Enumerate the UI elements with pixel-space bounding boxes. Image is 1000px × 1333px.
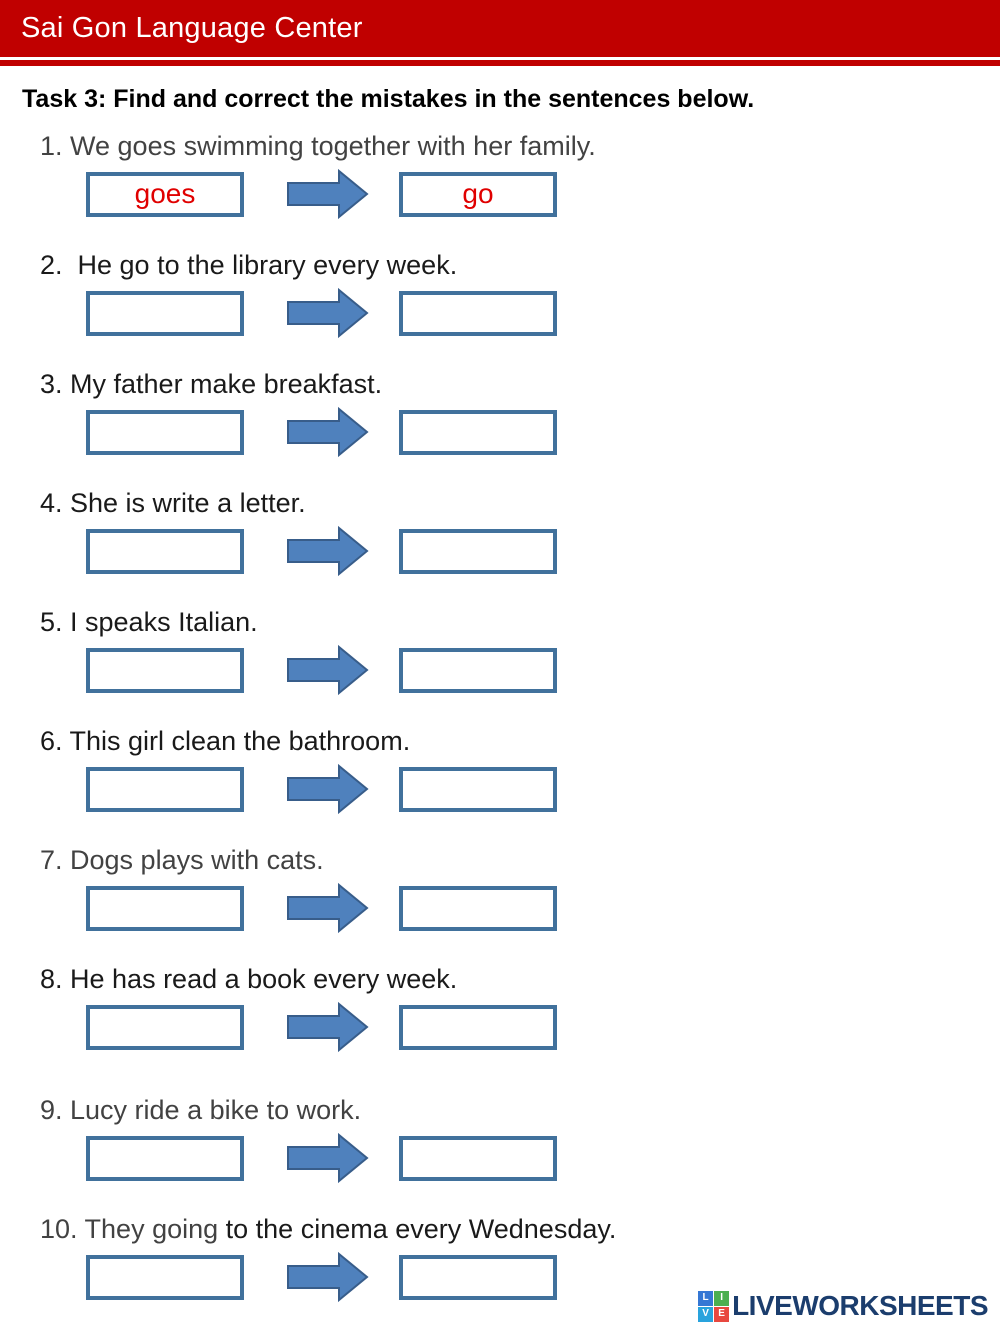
answer-row bbox=[86, 644, 1000, 696]
exercise-list: 1. We goes swimming together with her fa… bbox=[0, 130, 1000, 1303]
right-arrow-icon bbox=[287, 406, 369, 458]
exercise-item-10: 10. They going to the cinema every Wedne… bbox=[40, 1213, 1000, 1303]
header-divider-stripe bbox=[0, 60, 1000, 66]
sentence-segment: 9. Lucy ride a bike to work. bbox=[40, 1095, 362, 1125]
correction-box[interactable] bbox=[399, 647, 557, 693]
right-arrow-icon bbox=[287, 882, 369, 934]
mistake-box[interactable]: goes bbox=[86, 171, 244, 217]
correction-box[interactable] bbox=[399, 409, 557, 455]
correction-box[interactable] bbox=[399, 290, 557, 336]
exercise-item-5: 5. I speaks Italian. bbox=[40, 606, 1000, 696]
exercise-item-8: 8. He has read a book every week. bbox=[40, 963, 1000, 1053]
correction-box[interactable] bbox=[399, 1004, 557, 1050]
mistake-box[interactable] bbox=[86, 290, 244, 336]
sentence-segment: to the cinema every Wednesday. bbox=[225, 1214, 617, 1244]
mistake-box[interactable] bbox=[86, 409, 244, 455]
right-arrow-icon bbox=[287, 168, 369, 220]
brand-title: Sai Gon Language Center bbox=[21, 12, 363, 44]
answer-row bbox=[86, 1001, 1000, 1053]
mistake-value: goes bbox=[134, 178, 196, 209]
answer-row bbox=[86, 882, 1000, 934]
right-arrow-icon bbox=[287, 1001, 369, 1053]
right-arrow-icon bbox=[287, 763, 369, 815]
answer-row bbox=[86, 287, 1000, 339]
mistake-box[interactable] bbox=[86, 885, 244, 931]
sentence-segment: 1. We goes swimming together with her fa… bbox=[40, 131, 596, 161]
logo-square-v: V bbox=[698, 1306, 714, 1322]
sentence-segment: 3. My father make breakfast. bbox=[40, 369, 383, 399]
sentence-text: 7. Dogs plays with cats. bbox=[40, 844, 1000, 877]
correction-box[interactable] bbox=[399, 1135, 557, 1181]
mistake-box[interactable] bbox=[86, 647, 244, 693]
sentence-text: 9. Lucy ride a bike to work. bbox=[40, 1094, 1000, 1127]
liveworksheets-logo: L I V E LIVEWORKSHEETS bbox=[698, 1290, 988, 1322]
exercise-item-3: 3. My father make breakfast. bbox=[40, 368, 1000, 458]
correction-box[interactable] bbox=[399, 766, 557, 812]
sentence-text: 6. This girl clean the bathroom. bbox=[40, 725, 1000, 758]
sentence-segment: 8. He has read a book every week. bbox=[40, 964, 458, 994]
sentence-text: 4. She is write a letter. bbox=[40, 487, 1000, 520]
liveworksheets-wordmark: LIVEWORKSHEETS bbox=[732, 1290, 988, 1321]
task-title: Task 3: Find and correct the mistakes in… bbox=[22, 85, 755, 113]
answer-row bbox=[86, 763, 1000, 815]
mistake-box[interactable] bbox=[86, 528, 244, 574]
sentence-segment: 2. He go to the library every week. bbox=[40, 250, 458, 280]
header-divider-gap bbox=[0, 57, 1000, 60]
sentence-segment: 4. She is write a letter. bbox=[40, 488, 306, 518]
sentence-segment: 6. This girl clean the bathroom. bbox=[40, 726, 411, 756]
exercise-item-2: 2. He go to the library every week. bbox=[40, 249, 1000, 339]
exercise-item-9: 9. Lucy ride a bike to work. bbox=[40, 1094, 1000, 1184]
mistake-box[interactable] bbox=[86, 1004, 244, 1050]
right-arrow-icon bbox=[287, 1132, 369, 1184]
exercise-item-1: 1. We goes swimming together with her fa… bbox=[40, 130, 1000, 220]
correction-box[interactable] bbox=[399, 528, 557, 574]
answer-row bbox=[86, 1132, 1000, 1184]
exercise-item-6: 6. This girl clean the bathroom. bbox=[40, 725, 1000, 815]
right-arrow-icon bbox=[287, 644, 369, 696]
answer-row bbox=[86, 1251, 1000, 1303]
sentence-segment: 7. Dogs plays with cats. bbox=[40, 845, 324, 875]
exercise-item-7: 7. Dogs plays with cats. bbox=[40, 844, 1000, 934]
sentence-text: 5. I speaks Italian. bbox=[40, 606, 1000, 639]
sentence-text: 2. He go to the library every week. bbox=[40, 249, 1000, 282]
answer-row bbox=[86, 406, 1000, 458]
sentence-segment: 5. I speaks Italian. bbox=[40, 607, 258, 637]
exercise-item-4: 4. She is write a letter. bbox=[40, 487, 1000, 577]
header-bar: Sai Gon Language Center bbox=[0, 0, 1000, 57]
logo-square-e: E bbox=[714, 1306, 730, 1322]
sentence-text: 1. We goes swimming together with her fa… bbox=[40, 130, 1000, 163]
mistake-box[interactable] bbox=[86, 766, 244, 812]
right-arrow-icon bbox=[287, 1251, 369, 1303]
right-arrow-icon bbox=[287, 287, 369, 339]
correction-value: go bbox=[462, 178, 494, 209]
sentence-text: 10. They going to the cinema every Wedne… bbox=[40, 1213, 1000, 1246]
liveworksheets-logo-icon: L I V E bbox=[698, 1290, 730, 1322]
correction-box[interactable] bbox=[399, 885, 557, 931]
mistake-box[interactable] bbox=[86, 1254, 244, 1300]
logo-square-l: L bbox=[698, 1290, 714, 1306]
sentence-text: 3. My father make breakfast. bbox=[40, 368, 1000, 401]
logo-square-i: I bbox=[714, 1290, 730, 1306]
correction-box[interactable] bbox=[399, 1254, 557, 1300]
right-arrow-icon bbox=[287, 525, 369, 577]
answer-row bbox=[86, 525, 1000, 577]
correction-box[interactable]: go bbox=[399, 171, 557, 217]
mistake-box[interactable] bbox=[86, 1135, 244, 1181]
sentence-text: 8. He has read a book every week. bbox=[40, 963, 1000, 996]
sentence-segment: 10. They going bbox=[40, 1214, 226, 1244]
answer-row: goes go bbox=[86, 168, 1000, 220]
